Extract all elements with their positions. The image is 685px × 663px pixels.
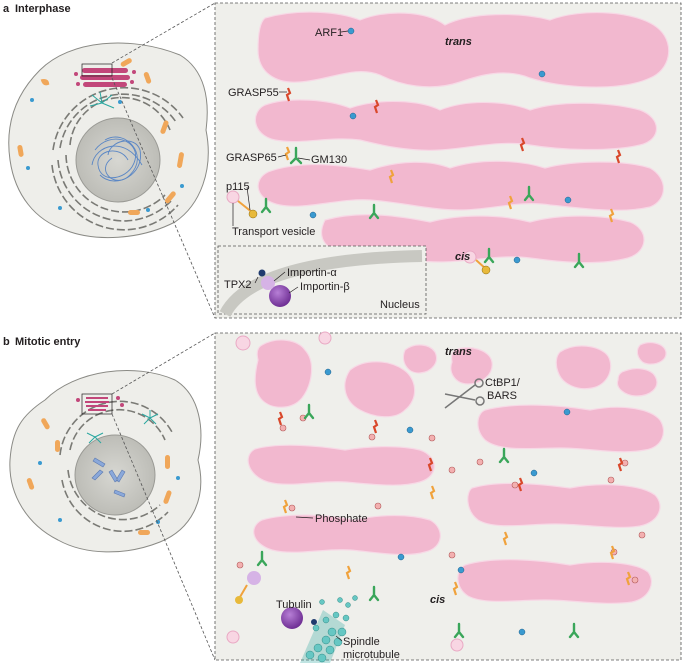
bars-label: BARS (487, 390, 517, 402)
gm130-icon (260, 146, 585, 269)
grasp55-icon (285, 87, 622, 164)
tpx2-icon (258, 269, 266, 277)
golgi-cisternae-interphase (254, 11, 670, 264)
panel-b-title: Mitotic entry (15, 336, 81, 348)
importin-beta-label: Importin-β (300, 281, 350, 293)
importin-complex-icon (235, 571, 303, 629)
golgi-stack-icon (74, 68, 136, 87)
importin-beta-icon (269, 285, 291, 307)
arf1-label: ARF1 (315, 27, 343, 39)
panel-a-letter: a (3, 3, 10, 15)
cis-label: cis (455, 251, 470, 263)
trans-label: trans (445, 36, 472, 48)
importin-alpha-label: Importin-α (287, 267, 337, 279)
importin-alpha-icon (261, 276, 275, 290)
trans-label: trans (445, 346, 472, 358)
ctbp1-label: CtBP1/ (485, 377, 521, 389)
spindle-label: Spindle (343, 636, 380, 648)
gm130-label: GM130 (311, 154, 347, 166)
arf1-icon (309, 27, 572, 264)
transport-vesicle-label: Transport vesicle (232, 226, 315, 238)
nucleus-label: Nucleus (380, 299, 420, 311)
phosphate-label: Phosphate (315, 513, 368, 525)
grasp65-icon (282, 485, 632, 596)
arf1-icon (324, 368, 571, 636)
golgi-fragments (226, 331, 667, 652)
trans-cisterna (257, 11, 670, 88)
panel-a: a Interphase (3, 2, 682, 319)
mitotic-cell (9, 370, 202, 553)
nucleus (75, 117, 161, 203)
spindle-microtubule-icon (300, 595, 358, 663)
grasp65-label: GRASP65 (226, 152, 277, 164)
phosphate-icon (236, 414, 646, 584)
medial-cisterna (257, 160, 665, 211)
panel-b-letter: b (3, 336, 10, 348)
gm130-icon (256, 403, 580, 639)
tpx2-label: TPX2 (224, 279, 252, 291)
grasp65-icon (284, 146, 615, 223)
grasp55-label: GRASP55 (228, 87, 279, 99)
centrosome-icon (89, 91, 115, 109)
zoom-line (111, 77, 216, 319)
chromosome-icon (91, 457, 126, 498)
microtubule-label: microtubule (343, 649, 400, 661)
interphase-cell (8, 42, 209, 238)
nucleus-inset: Nucleus Importin-α Importin-β TPX2 (217, 245, 427, 318)
p115-label: p115 (226, 181, 250, 193)
scissors-icon (444, 378, 485, 409)
transport-vesicle-icon (226, 190, 491, 275)
tubulin-label: Tubulin (276, 599, 312, 611)
importin-beta-icon (281, 607, 303, 629)
centrosome-icon (86, 410, 159, 444)
panel-a-title: Interphase (15, 3, 71, 15)
grasp55-icon (277, 411, 624, 492)
medial-cisterna (254, 99, 657, 151)
panel-b: b Mitotic entry (3, 331, 682, 663)
cis-label: cis (430, 594, 445, 606)
golgi-stack-icon (81, 393, 113, 415)
